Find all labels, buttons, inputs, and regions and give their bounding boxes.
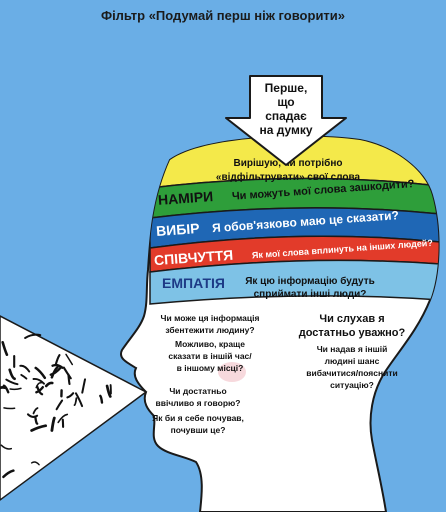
scribble-stroke bbox=[50, 365, 59, 379]
filter-top-text-2: «відфільтрувати» свої слова bbox=[216, 171, 361, 183]
right-body-1: Чи надав я іншій bbox=[317, 344, 388, 354]
band-empathy-question-2: сприймати інші люди? bbox=[254, 289, 367, 300]
scribble-stroke bbox=[3, 407, 16, 410]
left-top-line-2: збентежити людину? bbox=[165, 325, 254, 335]
left-top-line-3: Можливо, краще bbox=[175, 339, 245, 349]
scribble-stroke bbox=[62, 366, 72, 380]
scribble-stroke bbox=[0, 444, 13, 450]
scribble-stroke bbox=[54, 354, 61, 367]
left-top-line-1: Чи може ця інформація bbox=[161, 313, 260, 323]
scribble-stroke bbox=[20, 373, 28, 380]
band-empathy bbox=[149, 259, 439, 305]
scribble-stroke bbox=[49, 366, 62, 376]
scribble-stroke bbox=[35, 385, 44, 396]
filter-bands bbox=[149, 136, 439, 305]
scribble-stroke bbox=[24, 333, 42, 339]
left-top-line-4: сказати в іншій час/ bbox=[168, 351, 252, 361]
scribble-stroke bbox=[8, 368, 16, 381]
scribble-stroke bbox=[99, 394, 104, 404]
scribble-stroke bbox=[57, 413, 69, 424]
scribble-stroke bbox=[19, 364, 31, 373]
band-compassion-label: СПІВЧУТТЯ bbox=[153, 247, 233, 268]
scribble-stroke bbox=[55, 399, 64, 411]
cheek-accent bbox=[218, 362, 246, 382]
left-questions-top: Чи може ця інформація збентежити людину?… bbox=[161, 313, 260, 373]
right-heading-1: Чи слухав я bbox=[319, 313, 384, 325]
down-arrow bbox=[225, 75, 347, 166]
left-top-line-5: в іншому місці? bbox=[177, 363, 244, 373]
right-questions: Чи слухав я достатньо уважно? Чи надав я… bbox=[299, 313, 406, 390]
speech-cone bbox=[0, 315, 148, 501]
scribble-stroke bbox=[50, 416, 56, 432]
arrow-line-2: що bbox=[277, 95, 294, 109]
left-bottom-line-4: почувши це? bbox=[171, 425, 226, 435]
band-choice-label: ВИБІР bbox=[156, 220, 200, 239]
scribble-letters bbox=[0, 333, 112, 479]
scribble-stroke bbox=[34, 415, 39, 425]
left-questions-bottom: Чи достатньо ввічливо я говорю? Як би я … bbox=[152, 386, 244, 435]
scribble-stroke bbox=[81, 378, 86, 394]
scribble-stroke bbox=[9, 387, 22, 391]
scribble-stroke bbox=[0, 386, 7, 390]
scribble-stroke bbox=[30, 424, 48, 432]
scribble-stroke bbox=[65, 353, 74, 366]
left-bottom-line-1: Чи достатньо bbox=[169, 386, 226, 396]
page-title: Фільтр «Подумай перш ніж говорити» bbox=[100, 8, 346, 23]
band-empathy-question-1: Як цю інформацію будуть bbox=[245, 275, 375, 287]
scribble-stroke bbox=[67, 373, 71, 386]
scribble-stroke bbox=[105, 384, 112, 398]
scribble-stroke bbox=[2, 469, 15, 479]
scribble-stroke bbox=[32, 407, 39, 415]
arrow-line-3: спадає bbox=[265, 109, 307, 123]
scribble-stroke bbox=[73, 397, 78, 406]
scribble-stroke bbox=[51, 363, 64, 369]
band-empathy-label: ЕМПАТІЯ bbox=[162, 275, 225, 291]
scribble-stroke bbox=[74, 392, 84, 408]
left-bottom-line-3: Як би я себе почував, bbox=[152, 413, 244, 423]
right-body-2: людині шанс bbox=[325, 356, 380, 366]
scribble-stroke bbox=[34, 366, 47, 380]
scribble-stroke bbox=[30, 461, 40, 466]
scribble-stroke bbox=[5, 378, 19, 386]
band-intentions-label: НАМІРИ bbox=[157, 188, 213, 208]
scribble-stroke bbox=[66, 392, 75, 399]
right-body-4: ситуацію? bbox=[330, 380, 374, 390]
left-bottom-line-2: ввічливо я говорю? bbox=[156, 398, 241, 408]
scribble-stroke bbox=[2, 384, 10, 394]
scribble-stroke bbox=[1, 341, 9, 356]
scribble-stroke bbox=[32, 377, 45, 385]
right-body-3: вибачитися/пояснити bbox=[306, 368, 397, 378]
arrow-line-1: Перше, bbox=[265, 81, 308, 95]
scribble-stroke bbox=[44, 381, 54, 388]
arrow-line-4: на думку bbox=[259, 123, 312, 137]
right-heading-2: достатньо уважно? bbox=[299, 327, 406, 339]
